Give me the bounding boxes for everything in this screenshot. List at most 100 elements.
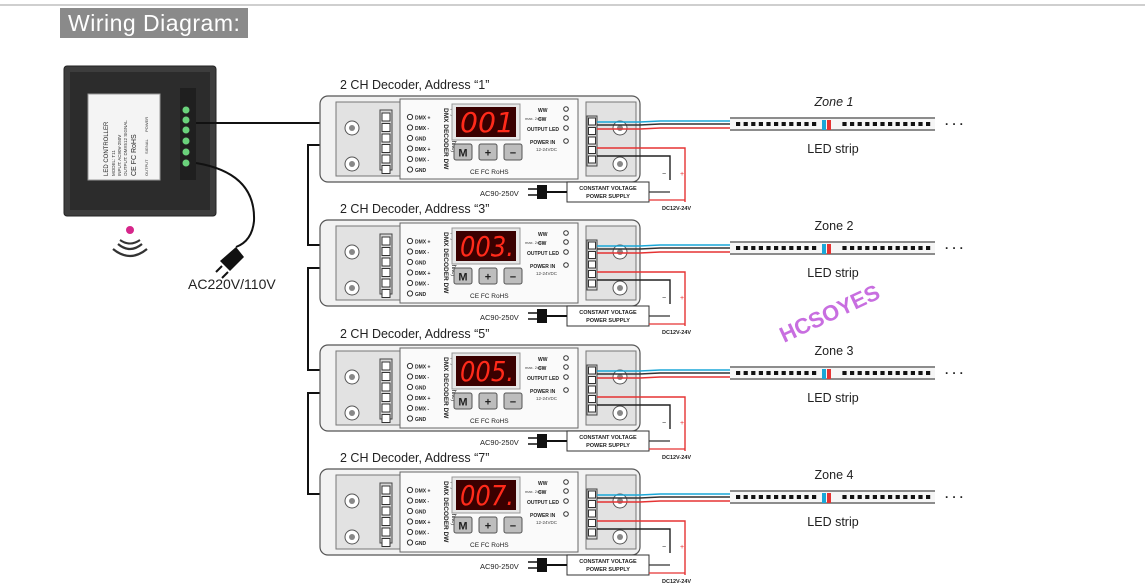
button-label: + — [485, 148, 491, 160]
button-mode: M — [453, 392, 473, 410]
psu-plus: + — [680, 171, 684, 178]
controller-power-label: AC220V/110V — [188, 276, 276, 292]
button-label: + — [485, 397, 491, 409]
voltage-in: 12-24VDC — [536, 147, 558, 152]
dmx-label: DMX + — [415, 396, 431, 402]
controller-marks: CE FC RoHS — [131, 134, 138, 176]
psu-minus: − — [662, 420, 666, 427]
controller-terminal-block — [181, 105, 191, 168]
max-current: max. 2x8A — [525, 365, 544, 370]
button-minus: − — [503, 267, 523, 285]
voltage-in: 12-24VDC — [536, 271, 558, 276]
controller-input: INPUT: AC90V-250V — [117, 135, 122, 176]
psu-dc-label: DC12V-24V — [662, 455, 691, 461]
out-label-cw: CW — [538, 241, 547, 247]
led-strip — [730, 117, 935, 131]
out-label-power: POWER IN — [530, 264, 556, 270]
psu-label-2: POWER SUPPLY — [586, 318, 630, 324]
controller-output: OUTPUT: DMX512 SIGNAL — [123, 120, 128, 176]
decoder-marks: CE FC RoHS — [470, 542, 509, 549]
decoder-unit-1: 2 CH Decoder, Address “1”DMX +DMX -GNDDM… — [319, 78, 964, 212]
decoder-title: 2 CH Decoder, Address “1” — [340, 78, 489, 92]
address-display: 005. — [460, 355, 514, 388]
button-mode: M — [453, 143, 473, 161]
dmx-label: DMX - — [415, 250, 430, 256]
button-label: M — [458, 397, 467, 409]
led-controller-panel: LED CONTROLLER MODEL: T11 INPUT: AC90V-2… — [63, 65, 217, 217]
decoder-marks: CE FC RoHS — [470, 418, 509, 425]
address-display: 007. — [460, 479, 514, 512]
dmx-label: DMX + — [415, 271, 431, 277]
out-label-cw: CW — [538, 490, 547, 496]
button-mode: M — [453, 516, 473, 534]
button-plus: + — [478, 143, 498, 161]
address-display: 003. — [460, 230, 514, 263]
led-strip — [730, 490, 935, 504]
decoder-marks: CE FC RoHS — [470, 293, 509, 300]
zone-label: Zone 4 — [815, 468, 854, 482]
button-plus: + — [478, 516, 498, 534]
dmx-label: GND — [415, 510, 427, 516]
dmx-label: GND — [415, 292, 427, 298]
decoder-product-name: DMX DECODER DW — [442, 357, 449, 419]
dmx-label: DMX - — [415, 499, 430, 505]
psu-dc-label: DC12V-24V — [662, 579, 691, 583]
psu-plus: + — [680, 420, 684, 427]
button-label: M — [458, 521, 467, 533]
out-label-cw: CW — [538, 117, 547, 123]
button-label: − — [510, 397, 516, 409]
led-strip — [730, 366, 935, 380]
header-rule — [0, 4, 1145, 6]
psu-dc-label: DC12V-24V — [662, 206, 691, 212]
decoder-product-name: DMX DECODER DW — [442, 481, 449, 543]
out-label-output: OUTPUT LED — [527, 127, 559, 133]
led-strip-label: LED strip — [807, 515, 858, 529]
psu-minus: − — [662, 295, 666, 302]
voltage-in: 12-24VDC — [536, 520, 558, 525]
decoder-title: 2 CH Decoder, Address “3” — [340, 202, 489, 216]
out-label-cw: CW — [538, 366, 547, 372]
dmx-label: DMX + — [415, 147, 431, 153]
max-current: max. 2x8A — [525, 489, 544, 494]
led-strip-label: LED strip — [807, 266, 858, 280]
decoder-product-name: DMX DECODER DW — [442, 108, 449, 170]
dmx-label: DMX - — [415, 375, 430, 381]
psu-label-1: CONSTANT VOLTAGE — [579, 310, 637, 316]
psu-minus: − — [662, 544, 666, 551]
psu-plus: + — [680, 295, 684, 302]
dmx-label: DMX - — [415, 531, 430, 537]
page-title: Wiring Diagram: — [60, 8, 249, 38]
dmx-label: DMX - — [415, 282, 430, 288]
dmx-label: DMX - — [415, 158, 430, 164]
controller-model: MODEL: T11 — [111, 150, 116, 176]
dmx-label: DMX + — [415, 365, 431, 371]
button-plus: + — [478, 267, 498, 285]
decoder-product-name: DMX DECODER DW — [442, 232, 449, 294]
decoder-unit-2: 2 CH Decoder, Address “3” DMX + DMX - GND DM… — [319, 202, 964, 336]
controller-terminal-label-1: SIGNAL — [144, 139, 149, 154]
button-label: − — [510, 521, 516, 533]
max-current: max. 2x8A — [525, 240, 544, 245]
ac-input-label: AC90-250V — [480, 313, 519, 322]
out-label-output: OUTPUT LED — [527, 500, 559, 506]
out-label-power: POWER IN — [530, 513, 556, 519]
psu-minus: − — [662, 171, 666, 178]
out-label-power: POWER IN — [530, 140, 556, 146]
dmx-label: DMX + — [415, 520, 431, 526]
strip-continuation: · · · — [945, 366, 964, 380]
out-label-output: OUTPUT LED — [527, 376, 559, 382]
decoder-unit-4: 2 CH Decoder, Address “7”DMX +DMX -GNDDM… — [319, 451, 964, 583]
dmx-label: GND — [415, 541, 427, 547]
controller-name: LED CONTROLLER — [104, 121, 110, 176]
out-label-power: POWER IN — [530, 389, 556, 395]
out-label-ww: WW — [538, 481, 548, 487]
ac-input-label: AC90-250V — [480, 438, 519, 447]
psu-dc-label: DC12V-24V — [662, 330, 691, 336]
out-label-ww: WW — [538, 232, 548, 238]
power-supply: CONSTANT VOLTAGE POWER SUPPLY DC12V-24V — [566, 305, 691, 336]
psu-label-1: CONSTANT VOLTAGE — [579, 186, 637, 192]
